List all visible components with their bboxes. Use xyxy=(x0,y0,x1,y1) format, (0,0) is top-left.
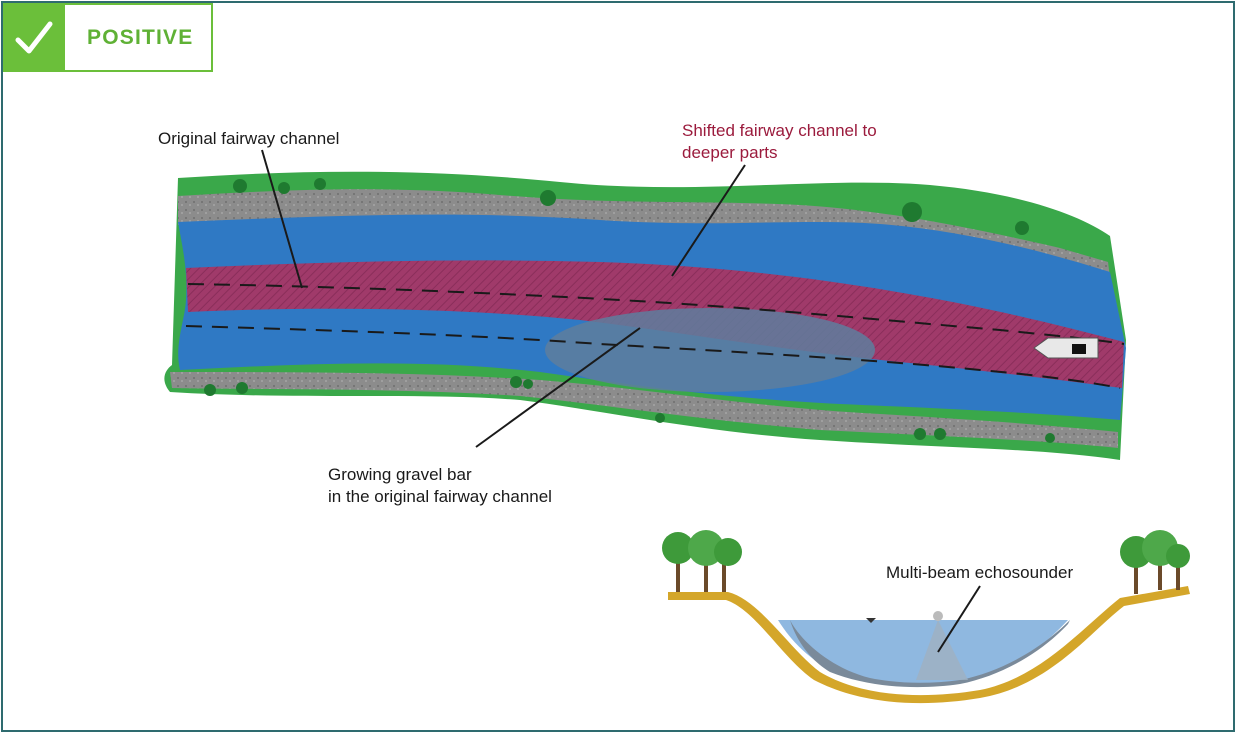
ship-icon xyxy=(1033,337,1099,359)
gravel-bank-upper xyxy=(178,189,1110,278)
riverbed-gravel xyxy=(790,620,1070,688)
status-badge: POSITIVE xyxy=(3,3,213,72)
echosounder-label: Multi-beam echosounder xyxy=(886,563,1074,582)
leader-line-echosounder xyxy=(937,585,981,653)
leader-line-original xyxy=(261,149,303,289)
gravel-bar-label-line2: in the original fairway channel xyxy=(328,487,552,506)
sonar-cone xyxy=(916,620,968,680)
river-cross-section xyxy=(662,530,1190,704)
badge-label: POSITIVE xyxy=(65,3,213,72)
checkmark-icon xyxy=(3,3,65,72)
river-plan-view xyxy=(164,149,1127,460)
leader-line-gravel-bar xyxy=(475,327,641,448)
original-fairway-label: Original fairway channel xyxy=(158,129,340,148)
leader-line-shifted xyxy=(671,164,746,277)
echosounder-icon xyxy=(933,611,943,621)
shifted-fairway-label-line2: deeper parts xyxy=(682,143,778,162)
shifted-fairway-label: Shifted fairway channel to deeper parts xyxy=(682,120,877,164)
gravel-bar-label-line1: Growing gravel bar xyxy=(328,465,472,484)
tree-icon xyxy=(1120,530,1190,594)
shifted-fairway-label-line1: Shifted fairway channel to xyxy=(682,121,877,140)
original-fairway-line-lower xyxy=(185,325,1121,389)
bush-icon xyxy=(204,178,1055,443)
riverbed xyxy=(668,586,1190,704)
gravel-bar-label: Growing gravel bar in the original fairw… xyxy=(328,464,552,508)
water-level-marker xyxy=(866,618,876,623)
tree-icon xyxy=(662,530,742,592)
gravel-bank-lower xyxy=(170,372,1118,448)
